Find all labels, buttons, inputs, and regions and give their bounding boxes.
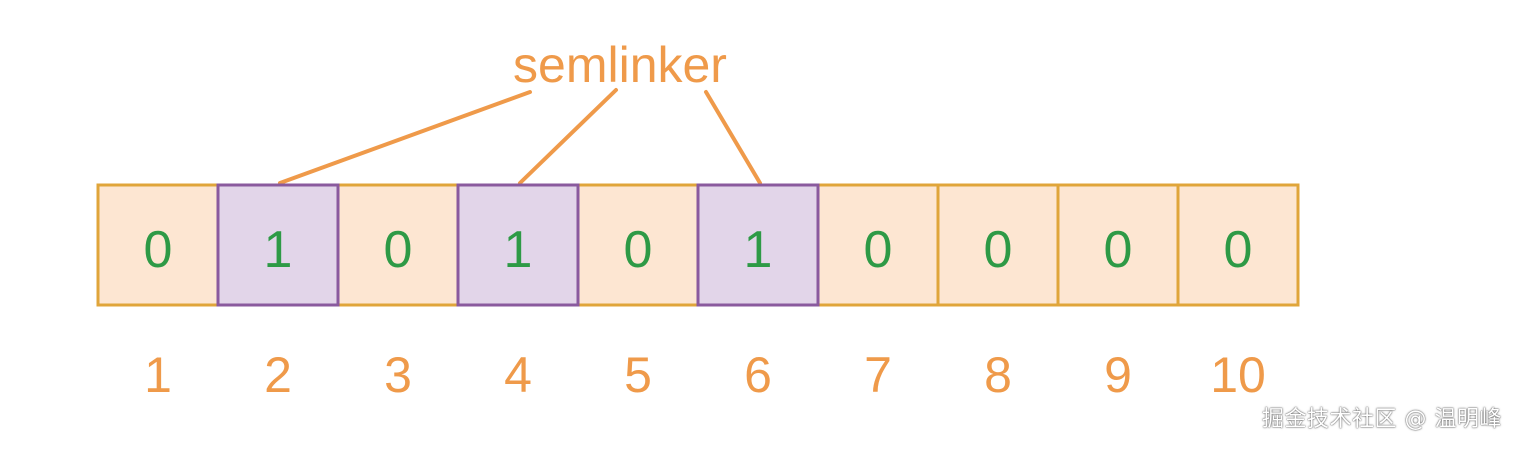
bit-cell-box	[216, 183, 340, 307]
bit-cell-set: 1	[216, 183, 340, 307]
bit-cell-set: 1	[696, 183, 820, 307]
connector-line	[518, 88, 618, 185]
index-label: 9	[1104, 347, 1132, 403]
bit-cell: 0	[96, 183, 220, 307]
bit-cell-box	[336, 183, 460, 307]
connector-line	[278, 90, 532, 185]
bit-cell: 0	[576, 183, 700, 307]
bit-value: 0	[984, 221, 1013, 279]
bit-cell: 0	[816, 183, 940, 307]
index-labels: 1 2 3 4 5 6 7 8 9 10	[144, 347, 1266, 403]
index-label: 3	[384, 347, 412, 403]
bit-cell-box	[696, 183, 820, 307]
bit-value: 0	[864, 221, 893, 279]
bit-value: 0	[144, 221, 173, 279]
index-label: 2	[264, 347, 292, 403]
bit-value: 0	[1224, 221, 1253, 279]
index-label: 4	[504, 347, 532, 403]
bit-cell-box	[576, 183, 700, 307]
bit-array: 0 0 0 0 0 0 0 1 1 1	[96, 183, 1300, 307]
index-label: 8	[984, 347, 1012, 403]
index-label: 1	[144, 347, 172, 403]
bit-cell: 0	[336, 183, 460, 307]
bit-value: 0	[1104, 221, 1133, 279]
bit-value: 0	[624, 221, 653, 279]
element-label: semlinker	[513, 37, 727, 93]
watermark: 掘金技术社区 @ 温明峰	[1262, 407, 1502, 432]
bit-cell-set: 1	[456, 183, 580, 307]
index-label: 5	[624, 347, 652, 403]
bit-cell: 0	[1056, 183, 1180, 307]
connector-line	[704, 90, 762, 185]
bit-value: 1	[264, 221, 293, 279]
bit-value: 0	[384, 221, 413, 279]
bit-cell: 0	[936, 183, 1060, 307]
index-label: 6	[744, 347, 772, 403]
index-label: 10	[1210, 347, 1266, 403]
bit-cell-box	[936, 183, 1060, 307]
hash-connector-lines	[278, 88, 762, 185]
bit-cell-box	[96, 183, 220, 307]
bit-cell: 0	[1176, 183, 1300, 307]
bit-cell-box	[456, 183, 580, 307]
bit-cell-box	[1176, 183, 1300, 307]
bit-cell-box	[1056, 183, 1180, 307]
index-label: 7	[864, 347, 892, 403]
bit-value: 1	[744, 221, 773, 279]
bit-value: 1	[504, 221, 533, 279]
